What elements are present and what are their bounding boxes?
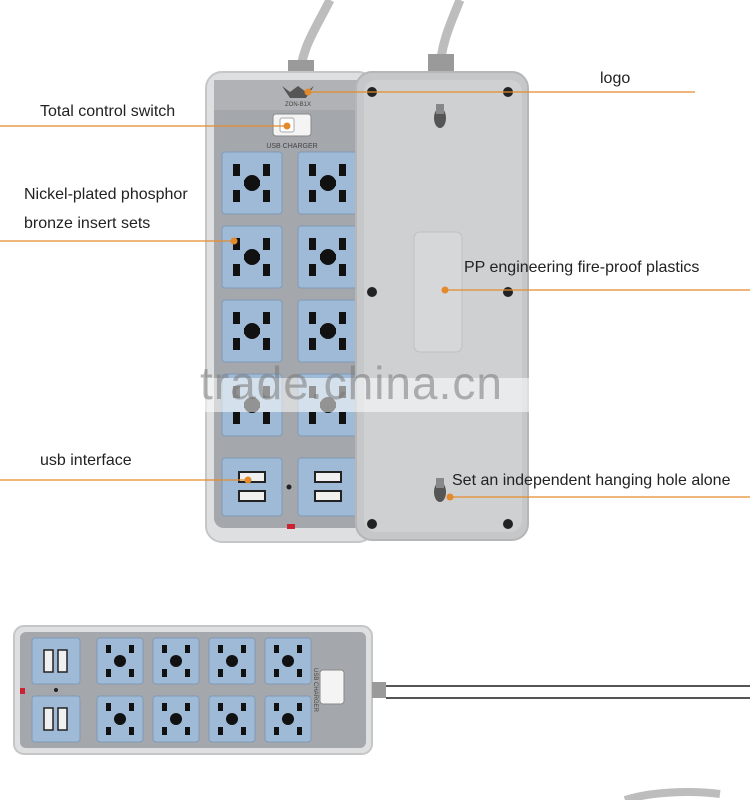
usb-port-right [297,457,359,517]
power-strip-horizontal: USB CHARGER [13,625,373,755]
svg-text:USB CHARGER: USB CHARGER [312,668,318,713]
power-strip-front: ZON-B1X USB CHARGER [205,71,375,543]
hanging-hole-label: Set an independent hanging hole alone [452,472,731,489]
brand-text: ZON-B1X [285,102,311,108]
usb-interface-label: usb interface [40,452,132,469]
watermark-text: trade.china.cn [200,357,503,409]
power-strip-back [355,71,529,541]
logo-label: logo [600,70,631,87]
fireproof-plastics-label: PP engineering fire-proof plastics [464,259,700,276]
usb-port-left [221,457,283,517]
brand-logo [282,86,314,98]
insert-sets-label-line1: Nickel-plated phosphor [24,186,188,203]
total-control-switch-label: Total control switch [40,103,176,120]
usb-charger-text: USB CHARGER [266,143,317,150]
insert-sets-label-line2: bronze insert sets [24,215,151,232]
